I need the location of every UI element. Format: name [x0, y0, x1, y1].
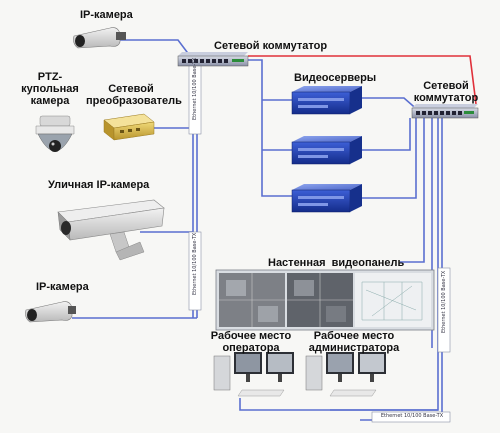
ptz-dome-camera — [35, 115, 75, 152]
label-ptz-line-1: PTZ- — [37, 71, 63, 83]
label-ip-camera-bottom: IP-камера — [36, 281, 89, 293]
switch-right — [411, 104, 479, 119]
video-server-2 — [291, 136, 362, 165]
label-operator-line-1: Рабочее место — [210, 330, 292, 342]
cable-label-upper: Ethernet 10/100 Base-TX — [192, 57, 198, 120]
cable-top-camera — [108, 39, 191, 57]
workstation-operator — [213, 352, 294, 397]
video-server-3 — [291, 184, 362, 213]
label-switch-right-line-1: Сетевой — [423, 80, 469, 92]
label-switch-right: Сетевой коммутатор — [404, 80, 488, 104]
label-switch-top: Сетевой коммутатор — [214, 40, 328, 52]
label-admin-line-1: Рабочее место — [313, 330, 395, 342]
label-ptz-line-2: купольная — [21, 83, 79, 95]
video-servers — [291, 86, 362, 213]
label-converter-line-1: Сетевой — [108, 83, 154, 95]
switch-top — [177, 52, 249, 67]
video-server-1 — [291, 86, 362, 115]
ip-camera-bottom — [25, 301, 76, 323]
cable-label-bottom: Ethernet 10/100 Base-TX — [380, 413, 444, 419]
cable-servers-a — [248, 59, 292, 197]
label-street-camera: Уличная IP-камера — [48, 179, 150, 191]
cable-label-right: Ethernet 10/100 Base-TX — [441, 270, 447, 333]
cable-sleeves — [188, 59, 451, 423]
label-ip-camera-top: IP-камера — [80, 9, 133, 21]
cable-srv-right-b — [362, 118, 411, 151]
label-converter: Сетевой преобразователь — [86, 83, 182, 107]
wall-video-panel — [215, 269, 435, 331]
label-wall-panel: Настенная видеопанель — [268, 257, 405, 269]
label-converter-line-2: преобразователь — [86, 95, 182, 107]
cable-switch-uplink — [248, 55, 477, 105]
ip-camera-top — [73, 27, 126, 49]
network-converter — [103, 113, 155, 141]
label-operator-ws: Рабочее место оператора — [206, 330, 296, 354]
label-admin-line-2: администратора — [308, 342, 400, 354]
street-ip-camera — [57, 199, 165, 261]
label-switch-right-line-2: коммутатор — [413, 92, 479, 104]
label-operator-line-2: оператора — [222, 342, 280, 354]
cable-srv-right-c — [362, 118, 417, 199]
label-video-servers: Видеосерверы — [294, 72, 377, 84]
cable-label-lower: Ethernet 10/100 Base-TX — [192, 232, 198, 295]
label-ptz-camera: PTZ- купольная камера — [20, 71, 80, 107]
workstation-admin — [305, 352, 386, 397]
cable-wall-panel — [400, 118, 425, 263]
label-ptz-line-3: камера — [30, 95, 70, 107]
label-admin-ws: Рабочее место администратора — [304, 330, 404, 354]
